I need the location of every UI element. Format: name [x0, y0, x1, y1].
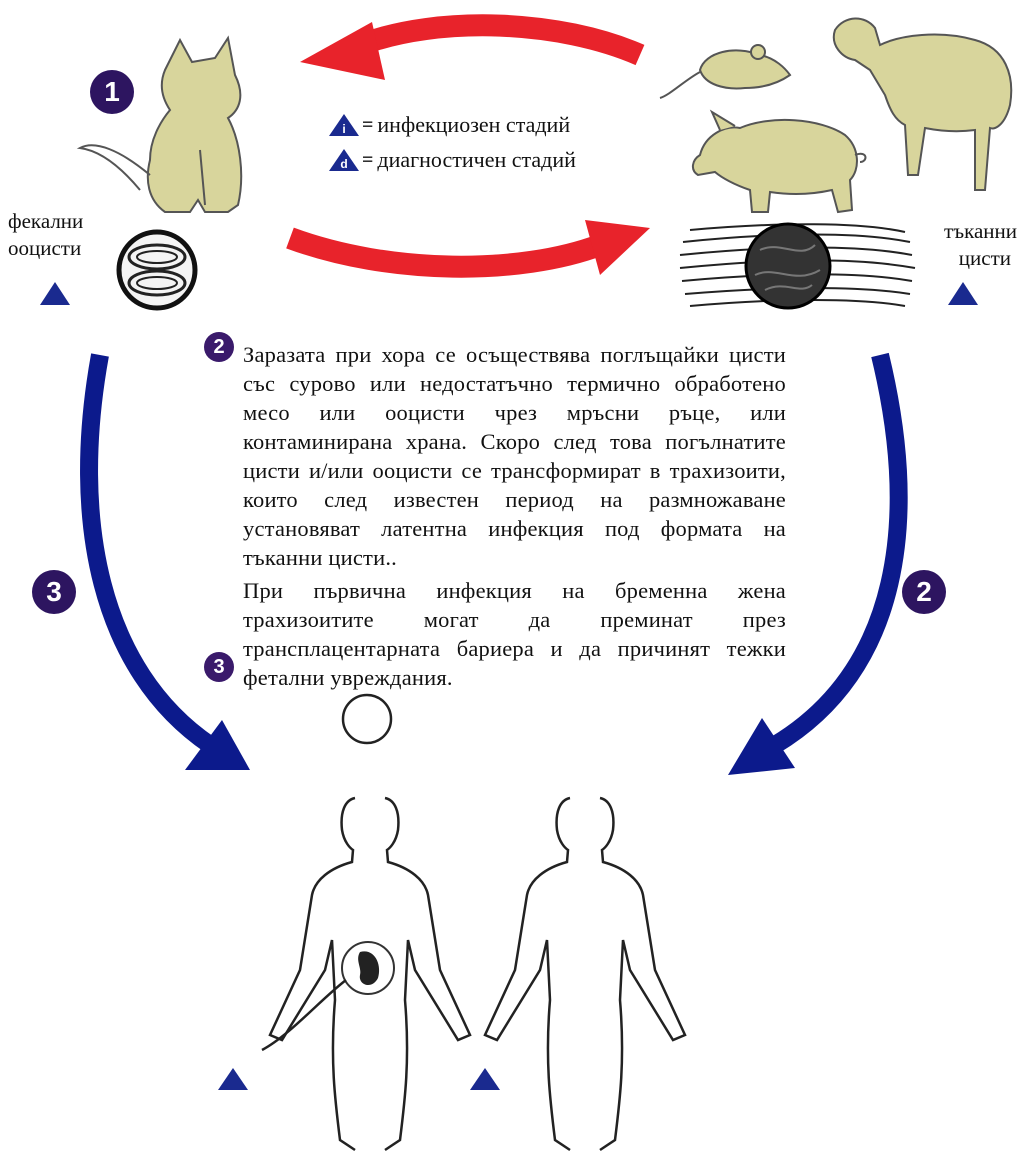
diagnostic-triangle-icon: d	[328, 147, 360, 173]
step-2-paragraph: Заразата при хора се осъществява поглъща…	[243, 340, 786, 572]
step-3-badge-text: 3	[204, 652, 234, 682]
red-arrow-top	[300, 22, 640, 80]
mouse-illustration	[660, 45, 790, 98]
oocyst-illustration	[119, 232, 195, 308]
legend-equals: =	[362, 149, 373, 172]
cat-illustration	[80, 38, 241, 212]
pig-illustration	[693, 112, 866, 212]
diagnostic-triangle-female	[218, 1068, 248, 1090]
infective-triangle-icon: i	[328, 112, 360, 138]
tissue-cysts-label: тъканни цисти	[925, 218, 1017, 272]
step-2-badge-text: 2	[204, 332, 234, 362]
svg-text:i: i	[342, 122, 345, 136]
fecal-label-line2: ооцисти	[8, 235, 83, 262]
step-3-paragraph: При първична инфекция на бременна жена т…	[243, 576, 786, 692]
legend-infective: i = инфекциозен стадий	[328, 112, 570, 138]
legend-equals: =	[362, 114, 373, 137]
fecal-oocysts-label: фекални ооцисти	[8, 208, 83, 262]
infective-triangle-tissue	[948, 282, 978, 305]
legend-infective-text: инфекциозен стадий	[377, 112, 570, 138]
svg-text:d: d	[340, 157, 347, 171]
infective-triangle-fecal	[40, 282, 70, 305]
human-male-outline	[485, 798, 685, 1150]
legend-diagnostic: d = диагностичен стадий	[328, 147, 576, 173]
fecal-label-line1: фекални	[8, 208, 83, 235]
red-arrow-bottom	[290, 220, 650, 275]
diagnostic-triangle-male	[470, 1068, 500, 1090]
tissue-label-line1: тъканни	[925, 218, 1017, 245]
description-text: Заразата при хора се осъществява поглъща…	[243, 340, 786, 692]
tissue-cyst-illustration	[680, 224, 915, 308]
step-3-badge-left: 3	[32, 570, 76, 614]
human-female-outline	[270, 695, 470, 1150]
step-2-badge-right: 2	[902, 570, 946, 614]
blue-arrow-left	[89, 355, 250, 770]
step-1-badge: 1	[90, 70, 134, 114]
sheep-illustration	[834, 18, 1011, 190]
legend-diagnostic-text: диагностичен стадий	[377, 147, 575, 173]
tissue-label-line2: цисти	[925, 245, 1011, 272]
